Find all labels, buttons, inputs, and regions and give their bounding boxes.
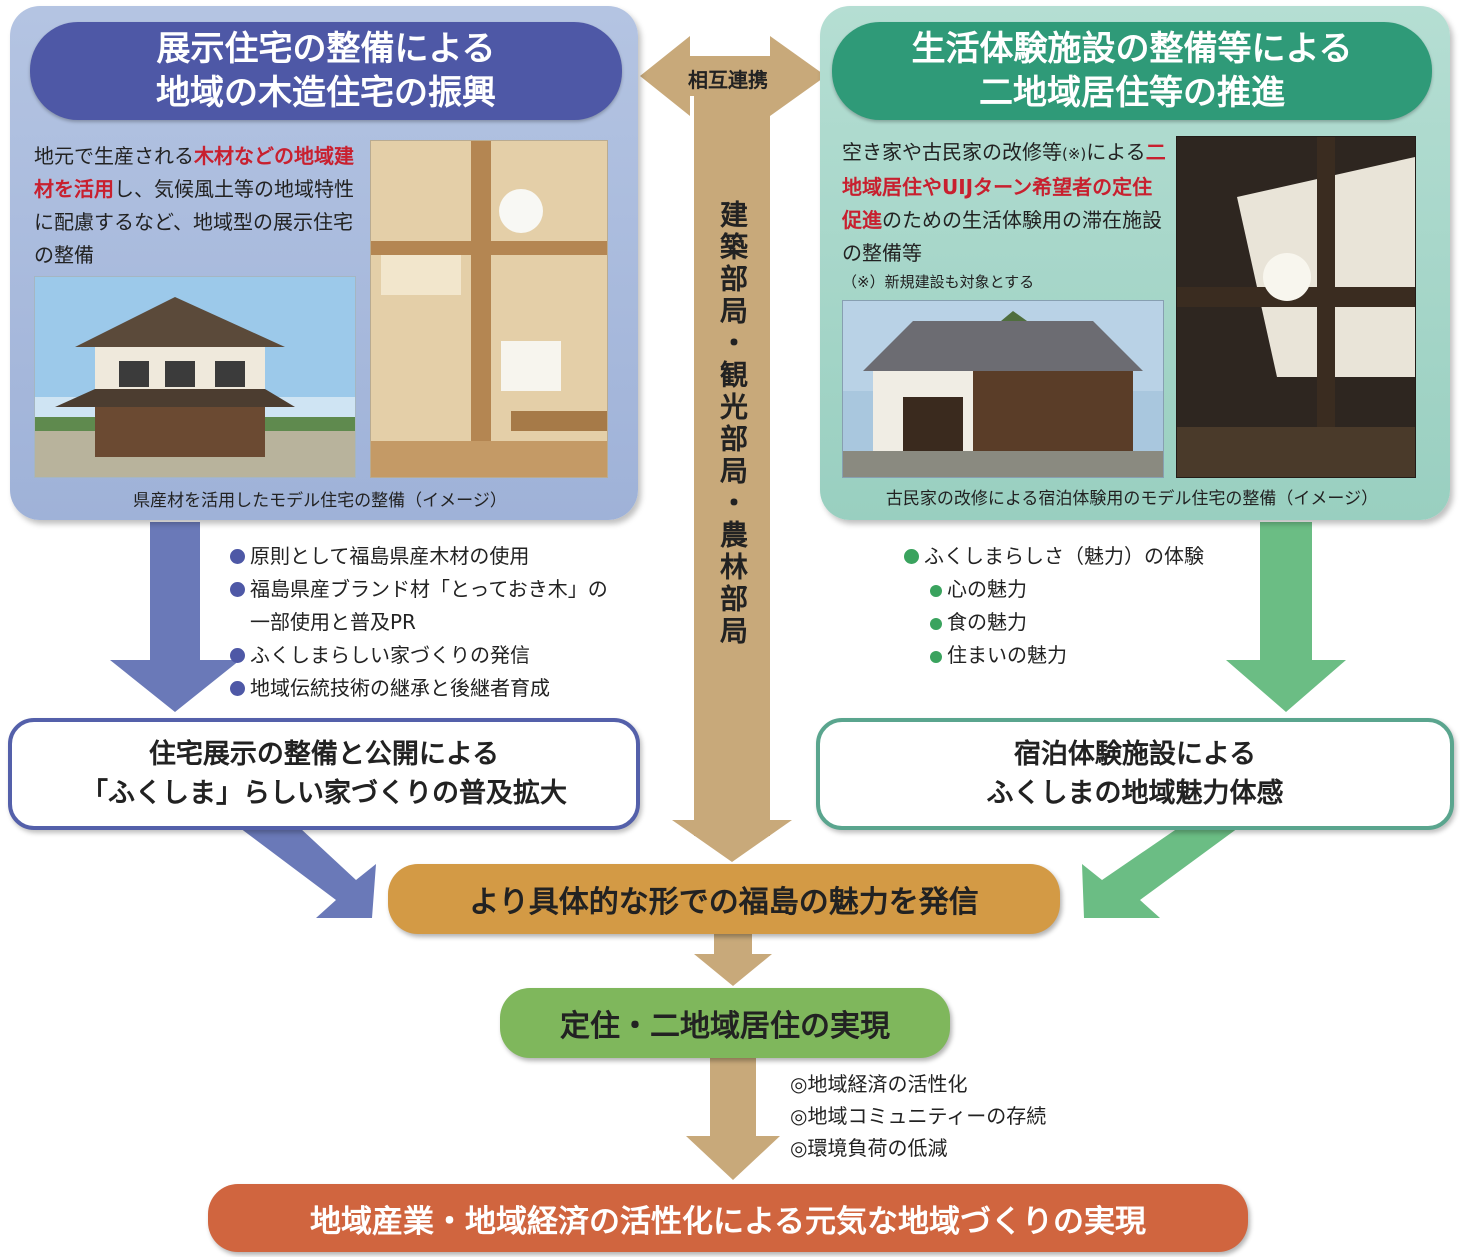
final-goal-pill: 地域産業・地域経済の活性化による元気な地域づくりの実現	[208, 1184, 1248, 1252]
list-item: ◎環境負荷の低減	[790, 1136, 948, 1160]
list-item: 住まいの魅力	[904, 639, 1204, 672]
central-shaft	[694, 96, 770, 836]
right-caption: 古民家の改修による宿泊体験用のモデル住宅の整備（イメージ）	[885, 489, 1379, 509]
right-note: （※）新規建設も対象とする	[842, 273, 1035, 291]
left-title-line2: 地域の木造住宅の振興	[156, 73, 496, 113]
right-title-line2: 二地域居住等の推進	[979, 73, 1285, 113]
departments-label: 建築部局・観光部局・農林部局	[716, 200, 749, 648]
left-panel-title: 展示住宅の整備による 地域の木造住宅の振興	[30, 22, 622, 120]
old-house-photo	[842, 300, 1164, 478]
left-highlight: 木材などの地域建材を活用	[34, 144, 354, 201]
right-title-line1: 生活体験施設の整備等による	[911, 29, 1353, 69]
old-house-interior-photo	[1176, 136, 1416, 478]
list-item: 食の魅力	[904, 606, 1204, 639]
list-item: ふくしまらしい家づくりの発信	[230, 639, 608, 672]
interior-photo	[370, 140, 608, 478]
list-item: ◎地域経済の活性化	[790, 1072, 968, 1096]
list-item: 原則として福島県産木材の使用	[230, 540, 608, 573]
right-highlight: 二地域居住やUIJターン希望者の定住促進	[842, 140, 1166, 232]
effects-list: ◎地域経済の活性化 ◎地域コミュニティーの存続 ◎環境負荷の低減	[790, 1068, 1046, 1164]
right-description: 空き家や古民家の改修等(※)による二地域居住やUIJターン希望者の定住促進のため…	[842, 136, 1170, 294]
right-bullet-list: ふくしまらしさ（魅力）の体験 心の魅力 食の魅力 住まいの魅力	[904, 540, 1204, 672]
left-description: 地元で生産される木材などの地域建材を活用し、気候風土等の地域特性に配慮するなど、…	[34, 144, 354, 267]
message-to-settle-arrow	[694, 934, 772, 986]
central-shaft-head	[672, 820, 792, 862]
message-pill: より具体的な形での福島の魅力を発信	[388, 864, 1060, 934]
mutual-double-arrow	[640, 36, 826, 116]
right-down-arrow	[1226, 522, 1346, 712]
settlement-pill: 定住・二地域居住の実現	[500, 988, 950, 1058]
right-result-box: 宿泊体験施設による ふくしまの地域魅力体感	[816, 718, 1454, 830]
list-item: 一部使用と普及PR	[250, 610, 416, 634]
left-caption: 県産材を活用したモデル住宅の整備（イメージ）	[133, 491, 507, 511]
list-item: 地域伝統技術の継承と後継者育成	[230, 672, 608, 705]
left-down-arrow	[110, 522, 240, 712]
right-panel-title: 生活体験施設の整備等による 二地域居住等の推進	[832, 22, 1432, 120]
list-item: ふくしまらしさ（魅力）の体験	[904, 540, 1204, 573]
left-title-line1: 展示住宅の整備による	[156, 29, 496, 69]
mutual-cooperation-label: 相互連携	[688, 68, 768, 92]
list-item: 心の魅力	[904, 573, 1204, 606]
list-item: 福島県産ブランド材「とっておき木」の	[230, 573, 608, 606]
settle-to-final-arrow	[686, 1058, 780, 1180]
model-house-photo	[34, 276, 356, 478]
left-result-box: 住宅展示の整備と公開による 「ふくしま」らしい家づくりの普及拡大	[8, 718, 640, 830]
right-diagonal-arrow	[1082, 828, 1238, 918]
left-bullet-list: 原則として福島県産木材の使用 福島県産ブランド材「とっておき木」の 一部使用と普…	[230, 540, 608, 705]
left-diagonal-arrow	[240, 828, 376, 918]
list-item: ◎地域コミュニティーの存続	[790, 1104, 1047, 1128]
